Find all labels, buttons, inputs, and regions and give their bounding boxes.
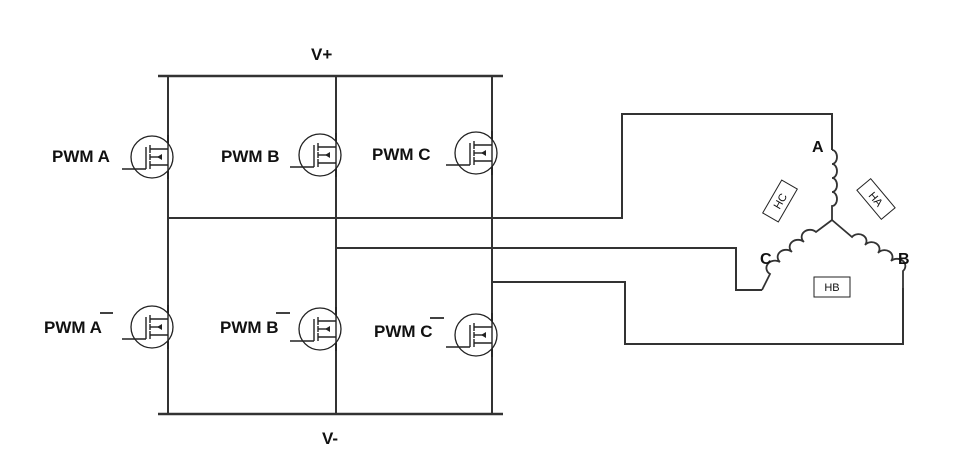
mosfet-high-c <box>446 131 498 175</box>
negative-rail-label: V- <box>322 429 338 448</box>
positive-rail-label: V+ <box>311 45 332 64</box>
switch-label-high-b: PWM B <box>221 147 280 166</box>
switch-label-low-b: PWM B <box>220 318 279 337</box>
switch-label-high-c: PWM C <box>372 145 431 164</box>
phase-b-wire <box>492 281 904 345</box>
terminal-label-b: B <box>898 251 910 268</box>
hall-sensor-ha: HA <box>856 177 896 221</box>
mosfet-low-b <box>290 307 342 351</box>
switch-label-low-b-letter: B <box>266 318 278 337</box>
switch-label-low-c-prefix: PWM <box>374 322 416 341</box>
switch-label-low-c: PWM C <box>374 322 433 341</box>
mosfet-high-a <box>122 135 174 179</box>
winding-c <box>761 219 833 291</box>
winding-a <box>831 149 838 220</box>
switch-label-low-a: PWM A <box>44 318 102 337</box>
switch-label-low-c-letter: C <box>420 322 432 341</box>
switch-label-low-b-prefix: PWM <box>220 318 262 337</box>
switch-label-high-a: PWM A <box>52 147 110 166</box>
phase-a-wire <box>168 113 833 219</box>
switch-label-low-a-prefix: PWM <box>44 318 86 337</box>
terminal-label-a: A <box>812 139 824 156</box>
switch-label-low-a-letter: A <box>90 318 102 337</box>
winding-b <box>831 219 907 288</box>
hall-sensor-hb-label: HB <box>824 282 839 294</box>
mosfet-low-c <box>446 313 498 357</box>
hall-sensor-hc: HC <box>762 179 798 223</box>
terminal-label-c: C <box>760 251 772 268</box>
phase-c-wire <box>336 247 762 291</box>
mosfet-low-a <box>122 305 174 349</box>
hall-sensor-hb: HB <box>813 276 851 298</box>
mosfet-high-b <box>290 133 342 177</box>
